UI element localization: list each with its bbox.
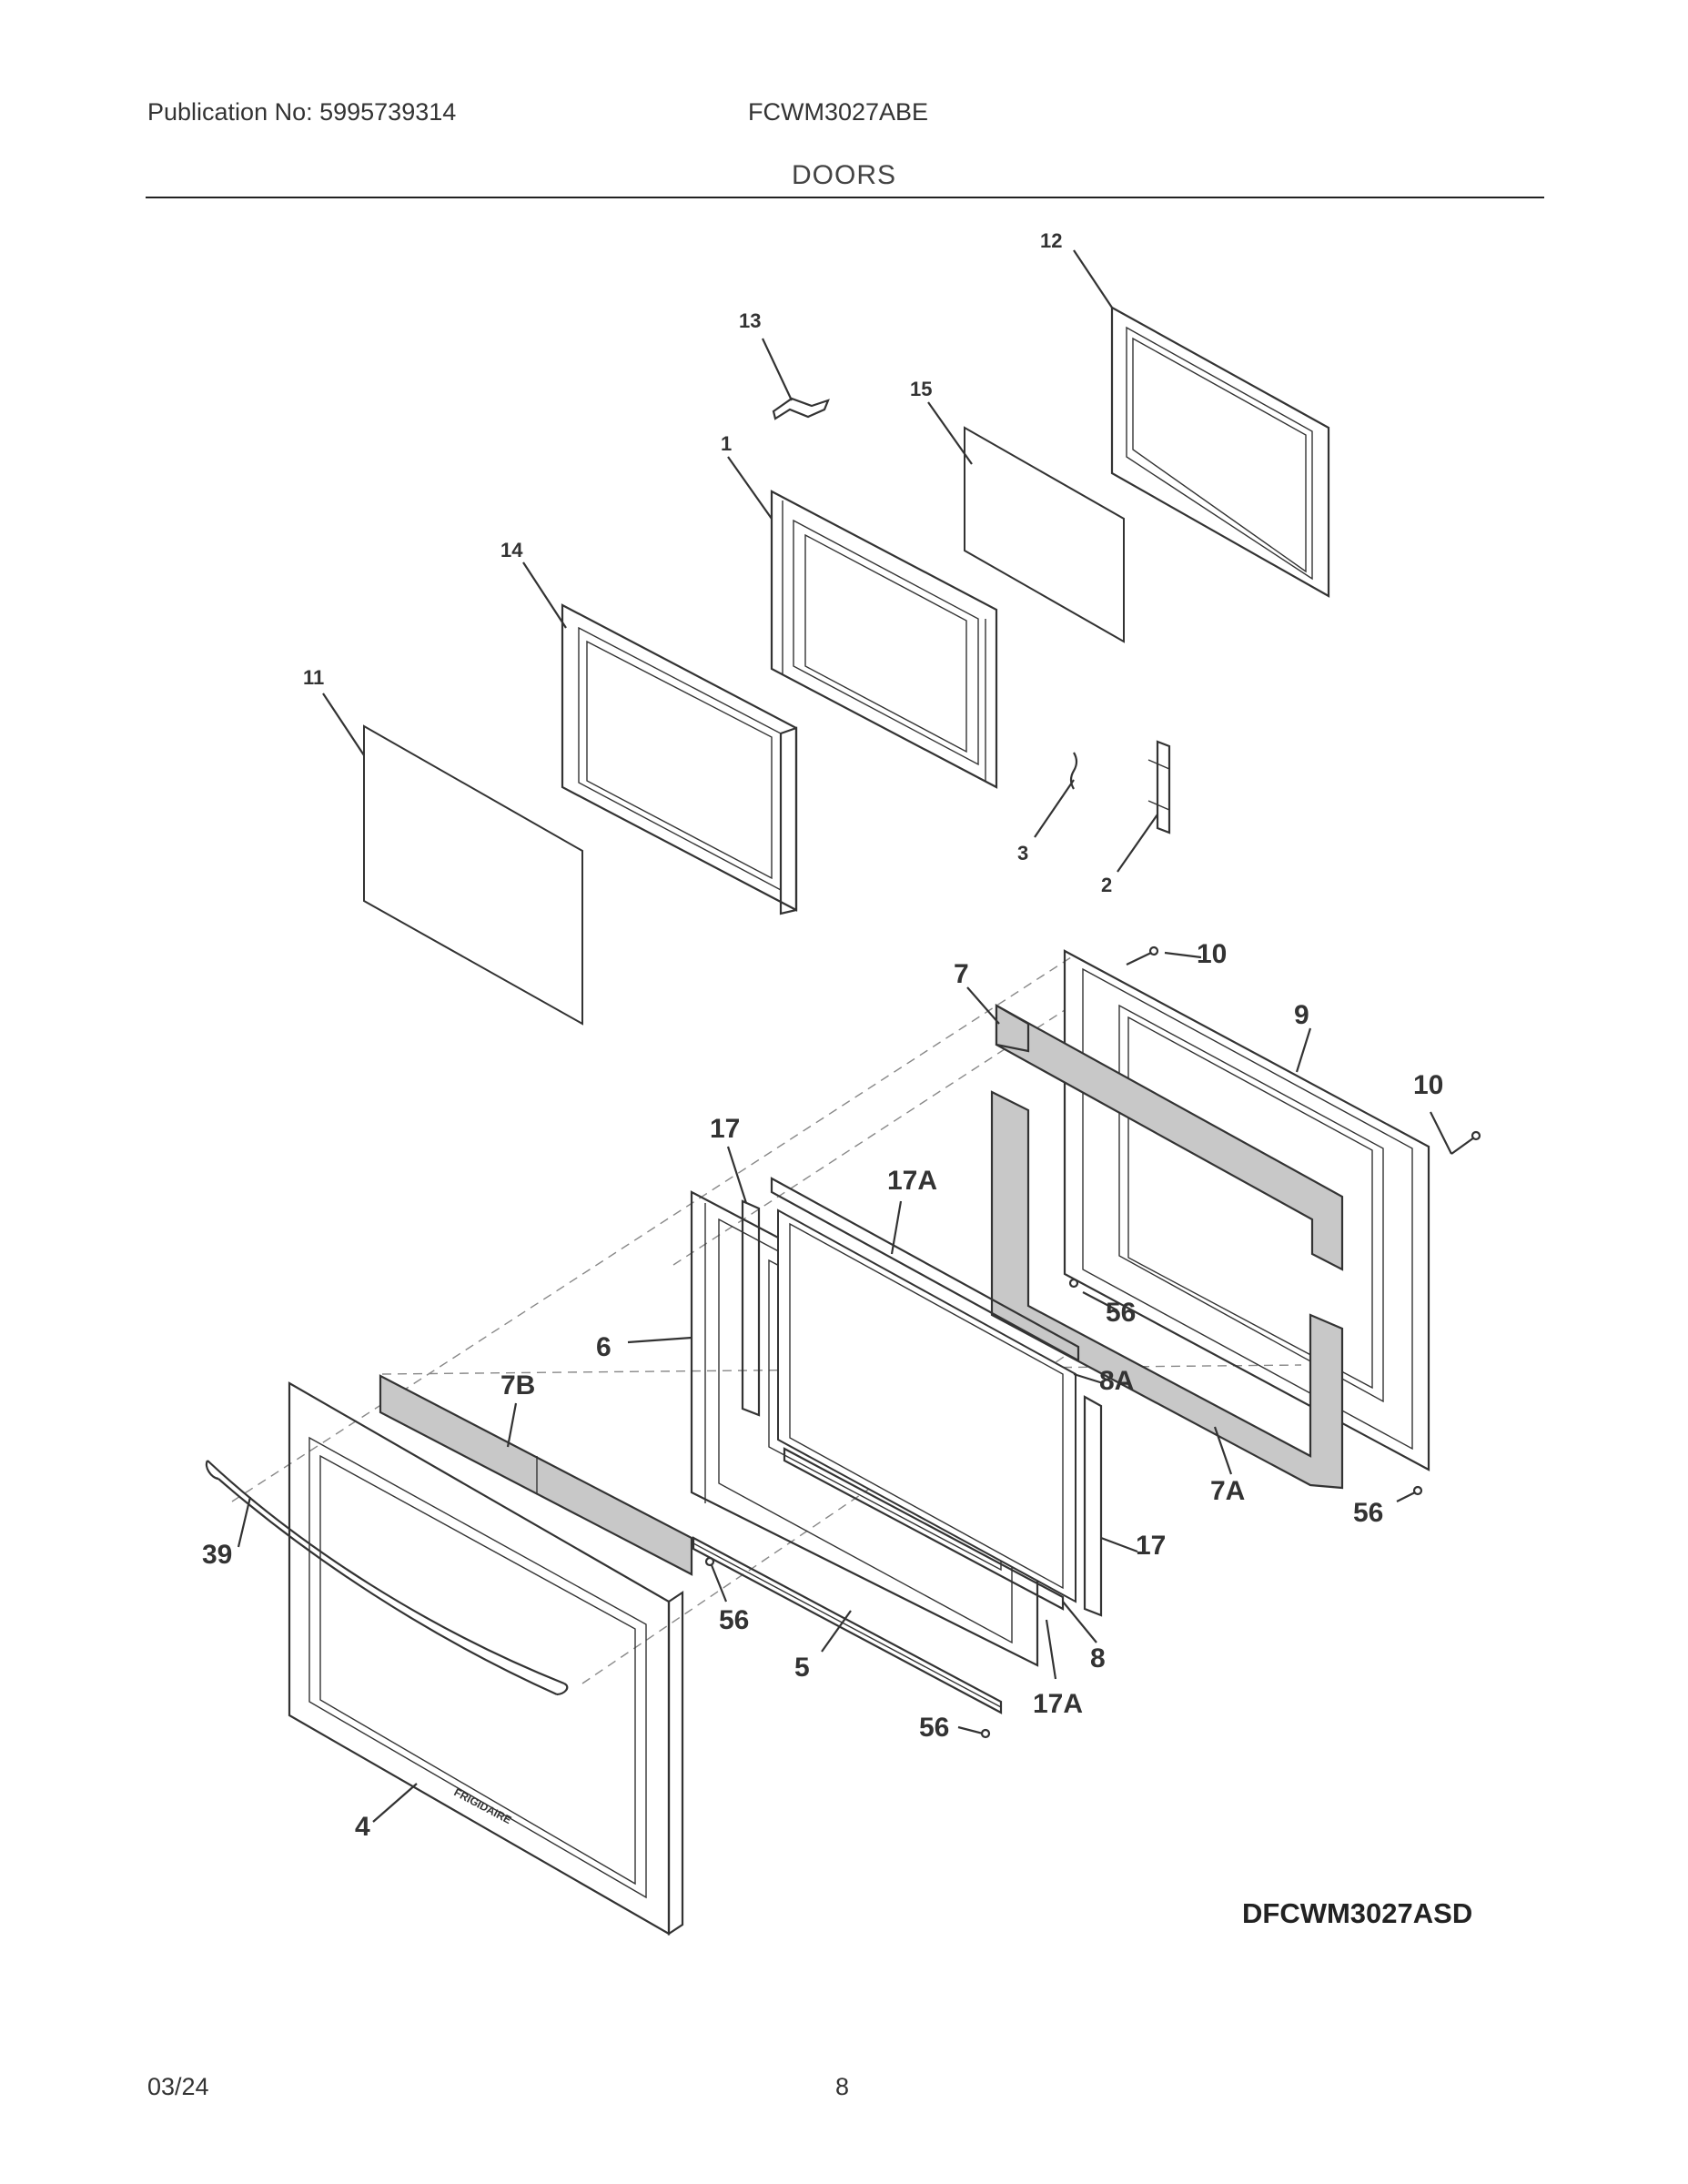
callout-10-top: 10 (1197, 939, 1227, 969)
part-17-right-channel (1083, 1395, 1103, 1617)
part-17A-strip-bottom (783, 1447, 1065, 1611)
model-number: FCWM3027ABE (748, 98, 929, 126)
part-5-bottom-rail (692, 1536, 1003, 1714)
callout-56-left: 56 (719, 1605, 749, 1635)
callout-7B: 7B (500, 1370, 535, 1400)
callout-2: 2 (1101, 874, 1112, 896)
part-10-screw-top (1126, 945, 1159, 966)
callout-56-upper: 56 (1106, 1298, 1136, 1328)
callout-9: 9 (1294, 1000, 1309, 1030)
callout-3: 3 (1017, 842, 1028, 864)
callout-15: 15 (910, 378, 932, 400)
callout-56-right: 56 (1353, 1498, 1383, 1528)
header-rule (146, 197, 1544, 198)
part-17-left-channel (741, 1199, 761, 1417)
assembly-guide-lines (231, 955, 1302, 1684)
section-title: DOORS (791, 160, 896, 190)
callout-1: 1 (721, 432, 732, 455)
part-7B-trim-strip (379, 1374, 693, 1576)
part-15-glass (964, 426, 1125, 643)
part-9-rear-panel (1063, 949, 1430, 1471)
diagram-code: DFCWM3027ASD (1242, 1897, 1473, 1929)
part-7A-gasket (990, 1090, 1344, 1490)
callout-12: 12 (1040, 229, 1062, 252)
callout-17A-bottom: 17A (1033, 1689, 1083, 1719)
part-7-gasket (995, 1004, 1344, 1271)
page-number: 8 (835, 2073, 850, 2100)
part-13-clip (772, 397, 830, 420)
callout-56-bottom: 56 (919, 1713, 949, 1743)
part-2-bracket (1147, 740, 1171, 834)
callout-11: 11 (303, 666, 324, 689)
callout-7: 7 (954, 959, 969, 989)
callout-labels: 12 13 15 1 14 11 3 2 10 7 9 10 17 17A 56… (202, 229, 1443, 1842)
part-56-screws (704, 1278, 1423, 1739)
part-17A-strip-top (770, 1177, 1080, 1362)
publication-number: Publication No: 5995739314 (147, 98, 457, 126)
part-8-glass (789, 1222, 1064, 1590)
footer-date: 03/24 (147, 2073, 209, 2100)
part-11-glass (363, 724, 583, 1026)
callout-8A: 8A (1099, 1366, 1134, 1396)
callout-4: 4 (355, 1812, 370, 1842)
callout-17-right: 17 (1136, 1531, 1166, 1561)
callout-14: 14 (500, 539, 523, 561)
callout-8: 8 (1090, 1643, 1106, 1673)
part-8A-glass (777, 1208, 1076, 1603)
callout-5: 5 (794, 1653, 810, 1683)
part-4-outer-door: FRIGIDAIRE (288, 1381, 684, 1936)
leader-lines (237, 249, 1452, 1823)
callout-7A: 7A (1210, 1476, 1245, 1506)
part-10-screw-right (1450, 1130, 1481, 1155)
brand-mark: FRIGIDAIRE (452, 1785, 514, 1826)
callout-13: 13 (739, 309, 761, 332)
callout-17-top: 17 (710, 1114, 740, 1144)
part-1-inner-frame (770, 490, 998, 789)
callout-10-right: 10 (1413, 1070, 1443, 1100)
part-39-handle (205, 1460, 569, 1696)
callout-39: 39 (202, 1540, 232, 1570)
part-14-middle-frame (561, 603, 798, 915)
callout-6: 6 (596, 1332, 612, 1362)
callout-17A-top: 17A (887, 1166, 937, 1196)
part-12-outer-frame (1110, 306, 1330, 598)
